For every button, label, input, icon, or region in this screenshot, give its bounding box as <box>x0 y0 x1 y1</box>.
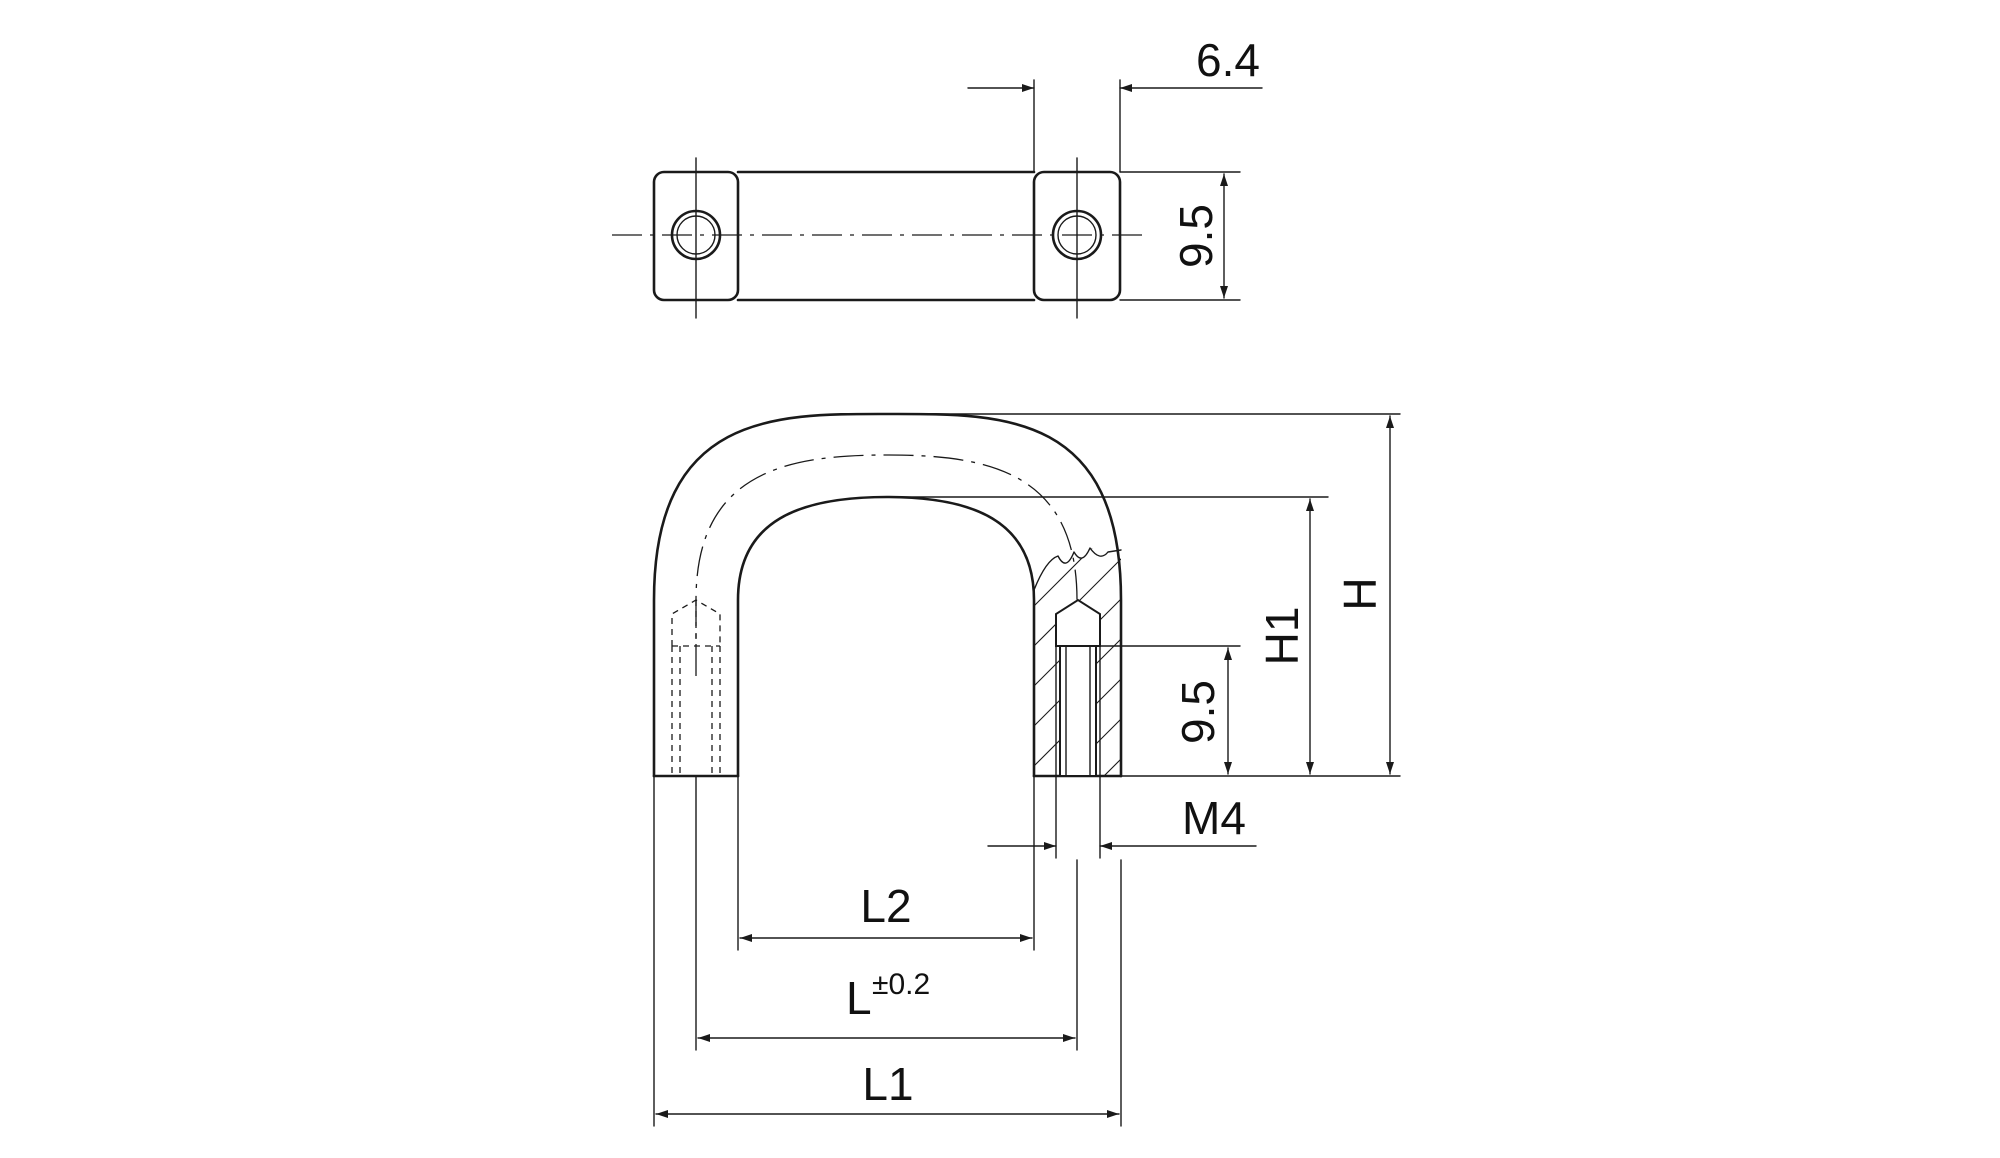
section-break-line <box>1033 547 1122 591</box>
dim-top-9-5-label: 9.5 <box>1170 204 1222 268</box>
dim-front-9-5-label: 9.5 <box>1172 680 1224 744</box>
dim-l-label: L <box>846 972 872 1024</box>
handle-inner-outline <box>736 495 1036 778</box>
handle-outer-outline <box>652 412 1123 778</box>
right-drill-tip <box>1055 598 1101 647</box>
dim-m4-label: M4 <box>1182 792 1246 844</box>
dim-l1-label: L1 <box>862 1058 913 1110</box>
front-view <box>652 412 1123 778</box>
dim-l-tolerance: ±0.2 <box>872 968 930 1001</box>
dim-l2-label: L2 <box>860 880 911 932</box>
dim-6-4-label: 6.4 <box>1196 34 1260 86</box>
dim-h-label: H <box>1334 577 1386 610</box>
top-view: 6.4 9.5 <box>612 34 1263 319</box>
dim-h1-label: H1 <box>1256 607 1308 666</box>
front-view-dimensions: H H1 9.5 M4 L2 L ±0.2 L1 <box>653 413 1401 1127</box>
handle-arc-centerline <box>695 454 1078 676</box>
